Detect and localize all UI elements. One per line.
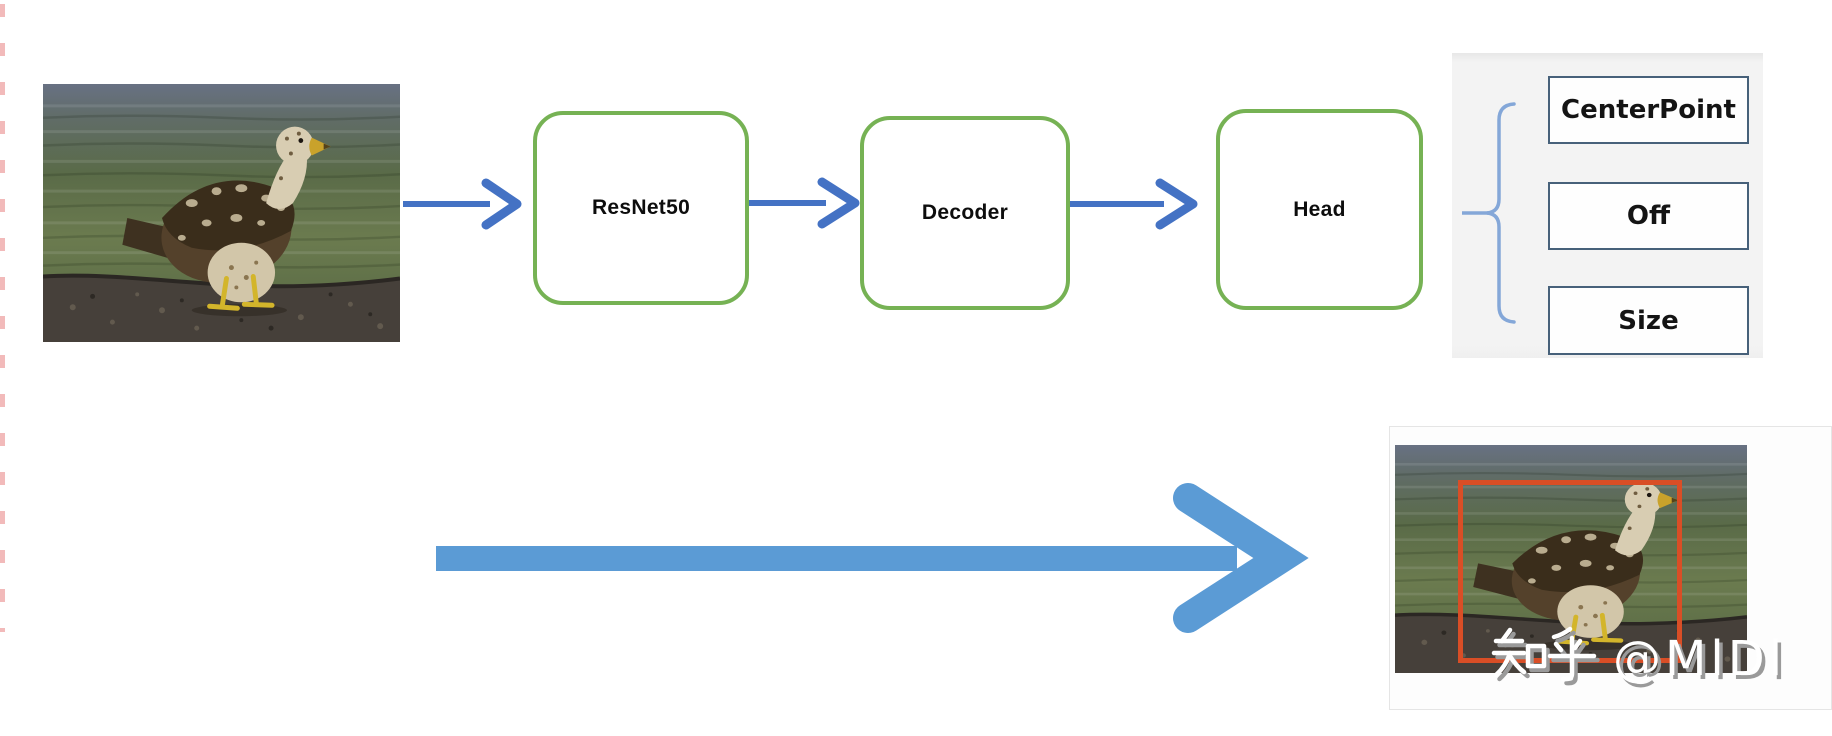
- stage-box-head: Head: [1216, 109, 1423, 310]
- output-box-centerpoint: CenterPoint: [1548, 76, 1749, 144]
- output-box-off: Off: [1548, 182, 1749, 250]
- left-edge-red-tick-marks: [0, 4, 5, 632]
- stage-box-resnet50: ResNet50: [533, 111, 749, 305]
- stage-box-decoder: Decoder: [860, 116, 1070, 310]
- stage-label-head: Head: [1293, 197, 1346, 221]
- output-label-size: Size: [1618, 305, 1679, 336]
- big-inference-arrow: [436, 483, 1309, 633]
- output-label-off: Off: [1626, 201, 1671, 231]
- watermark-white-layer: @MlDl: [1491, 626, 1786, 687]
- arrow-resnet-to-decoder: [746, 177, 860, 229]
- watermark-handle: @MlDl: [1613, 631, 1786, 687]
- stage-label-resnet50: ResNet50: [591, 196, 691, 219]
- head-outputs-brace: [1462, 102, 1516, 324]
- output-label-centerpoint: CenterPoint: [1561, 95, 1736, 125]
- watermark-shadow-layer: @MlDl: [1495, 630, 1790, 691]
- arrow-decoder-to-head: [1068, 178, 1198, 230]
- arrow-input-to-resnet: [403, 178, 522, 230]
- output-box-size: Size: [1548, 286, 1749, 355]
- stage-label-decoder: Decoder: [921, 201, 1009, 224]
- watermark-handle-shadow: @MlDl: [1617, 635, 1790, 691]
